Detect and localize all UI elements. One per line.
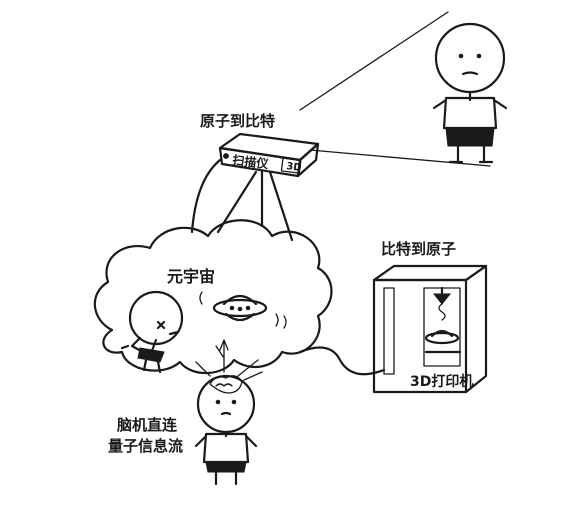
printer-device: 3D打印机 (372, 264, 488, 394)
scanner-body-text: 扫描仪 (232, 152, 271, 171)
ufo-icon (199, 291, 287, 329)
avatar-figure (120, 290, 184, 374)
scanned-person-figure (432, 22, 508, 164)
scanner-3d-badge: 3D (286, 161, 302, 174)
brain-caption-line1: 脑机直连 (117, 416, 178, 434)
scanner-device: 扫描仪 3D (190, 132, 320, 242)
scan-beam (299, 11, 491, 167)
printer-label-plate: 3D打印机 (410, 373, 473, 390)
brain-caption-line2: 量子信息流 (108, 437, 184, 455)
scanner-caption: 原子到比特 (200, 112, 276, 130)
metaverse-cloud (93, 219, 333, 375)
cloud-caption: 元宇宙 (167, 267, 216, 286)
printer-caption: 比特到原子 (381, 240, 457, 258)
brain-link-figure (194, 339, 263, 486)
